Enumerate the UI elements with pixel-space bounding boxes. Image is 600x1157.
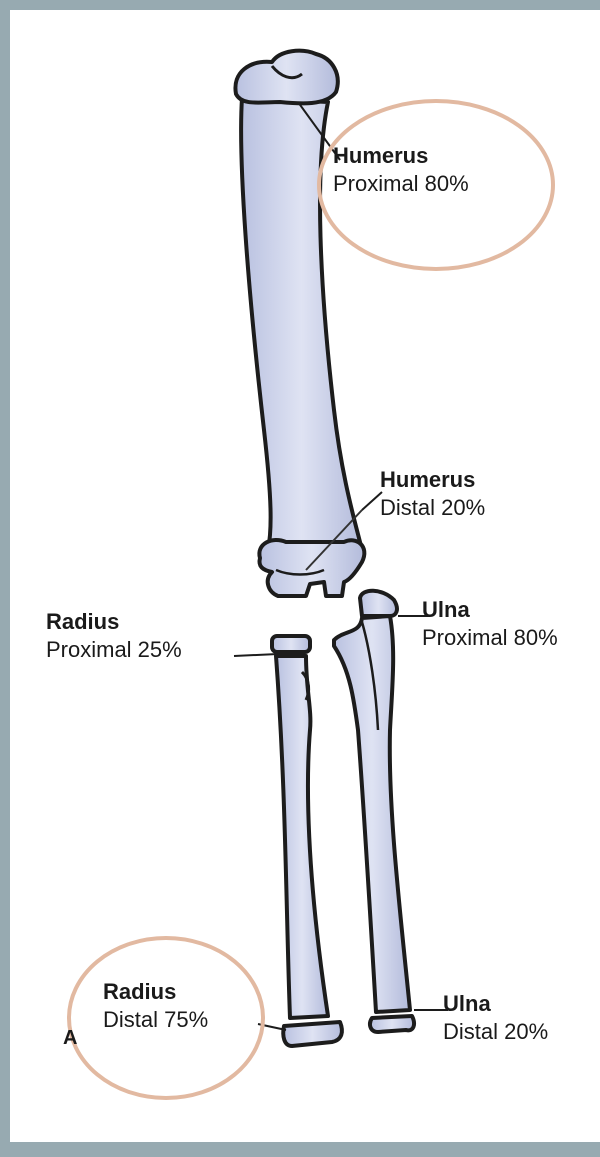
label-bone-name: Ulna (443, 990, 548, 1018)
bone-illustration (10, 10, 600, 1157)
radius (272, 636, 342, 1046)
label-ulna-proximal: Ulna Proximal 80% (422, 596, 558, 652)
leader-humerus-distal (362, 492, 382, 510)
diagram-canvas (10, 10, 600, 1142)
label-proportion: Proximal 80% (422, 624, 558, 652)
label-proportion: Distal 20% (443, 1018, 548, 1046)
label-proportion: Proximal 80% (333, 170, 469, 198)
ulna-distal-epiphysis (370, 1016, 414, 1032)
label-bone-name: Humerus (333, 142, 469, 170)
label-bone-name: Radius (46, 608, 182, 636)
ulna-olecranon (360, 591, 397, 616)
radius-distal-epiphysis (283, 1022, 342, 1046)
label-proportion: Proximal 25% (46, 636, 182, 664)
humerus-distal-end (259, 540, 364, 596)
label-radius-distal: Radius Distal 75% (103, 978, 208, 1034)
radius-proximal-epiphysis (272, 636, 310, 652)
label-ulna-distal: Ulna Distal 20% (443, 990, 548, 1046)
label-radius-proximal: Radius Proximal 25% (46, 608, 182, 664)
leader-radius-proximal (234, 654, 278, 656)
radius-shaft (276, 656, 328, 1018)
panel-letter: A (63, 1024, 77, 1052)
label-bone-name: Humerus (380, 466, 485, 494)
label-humerus-proximal: Humerus Proximal 80% (333, 142, 469, 198)
ulna (334, 591, 414, 1032)
label-humerus-distal: Humerus Distal 20% (380, 466, 485, 522)
label-bone-name: Ulna (422, 596, 558, 624)
label-bone-name: Radius (103, 978, 208, 1006)
label-proportion: Distal 75% (103, 1006, 208, 1034)
label-proportion: Distal 20% (380, 494, 485, 522)
